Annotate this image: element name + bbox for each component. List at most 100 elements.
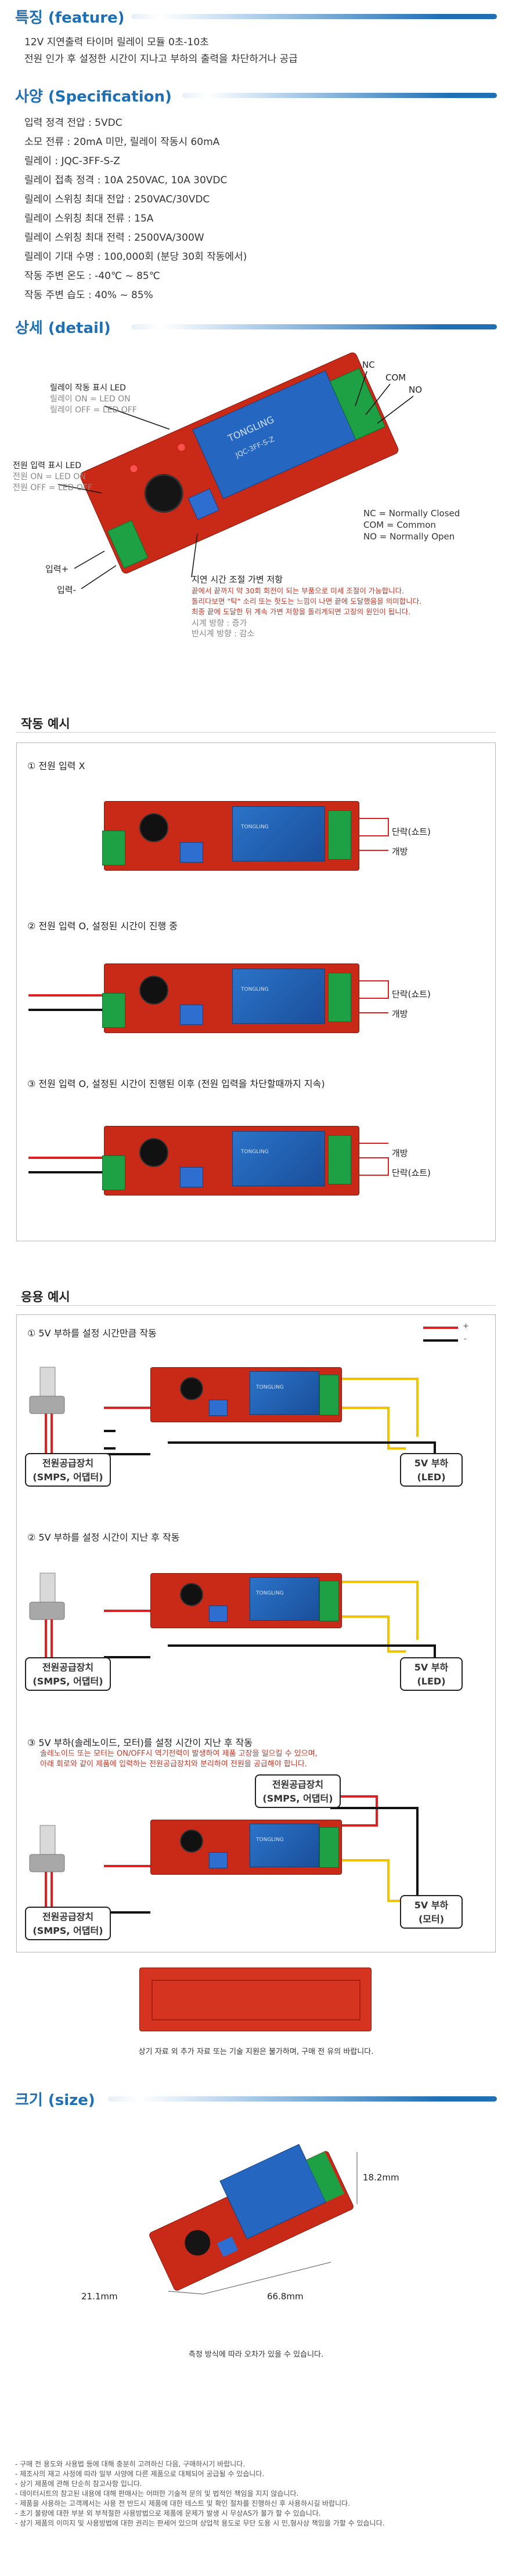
pot-desc-2: 돌리다보면 "탁" 소리 또는 헛도는 느낌이 나면 끝에 도달했음을 의미합니… <box>192 597 422 606</box>
warning-item: - 제조사의 재고 사정에 따라 일부 사양에 다른 제품으로 대체되어 공급될… <box>15 2470 265 2478</box>
app-ex3-output-terminal <box>319 1827 339 1868</box>
app-ex1-psu-label: 전원공급장치 <box>42 1458 94 1469</box>
application-divider <box>16 1305 496 1306</box>
op-ex2-short: 단락(쇼트) <box>392 989 431 999</box>
app-ex1-capacitor <box>180 1377 203 1400</box>
warning-item: - 데이터시트의 참고된 내용에 대해 판매사는 어떠한 기술적 문의 및 법적… <box>15 2490 299 2498</box>
size-diagram: 18.2mm 66.8mm 21.1mm <box>81 2117 406 2314</box>
app-ex2-pot <box>209 1606 228 1622</box>
op-ex1-pot <box>180 842 203 863</box>
size-depth: 21.1mm <box>81 2291 118 2302</box>
app-ex3-psu2-label: 전원공급장치 <box>272 1779 324 1790</box>
op-ex1-open: 개방 <box>392 846 408 857</box>
warning-item: - 상기 제품에 관해 단순히 참고사항 입니다. <box>15 2480 142 2488</box>
op-ex2-capacitor <box>139 976 168 1005</box>
feature-title: 특징 (feature) <box>15 9 125 27</box>
app-ex1-load-sub: (LED) <box>417 1472 446 1483</box>
app-ex3-desc-2: 아래 회로와 같이 제품에 입력하는 전원공급장치와 분리하여 전원을 공급해야… <box>40 1760 307 1769</box>
app-ex3-psu-sub: (SMPS, 어댑터) <box>33 1925 103 1936</box>
op-ex3-output-terminal <box>328 1135 351 1184</box>
detail-title: 상세 (detail) <box>15 320 111 337</box>
op-ex1-output-terminal <box>328 810 351 860</box>
spec-item: 릴레이 스위칭 최대 전력 : 2500VA/300W <box>24 232 204 244</box>
app-ex2-output-terminal <box>319 1581 339 1621</box>
app-ex3-psu-label: 전원공급장치 <box>42 1911 94 1922</box>
app-ex3-board: TONGLING <box>150 1820 342 1875</box>
feature-line-2: 전원 인가 후 설정한 시간이 지나고 부하의 출력을 차단하거나 공급 <box>24 53 298 65</box>
app-ex3-pot <box>209 1852 228 1868</box>
spec-title: 사양 (Specification) <box>15 88 172 106</box>
pot-desc-1: 끝에서 끝까지 약 30회 회전이 되는 부품으로 미세 조절이 가능합니다. <box>192 586 405 595</box>
legend-plus: + <box>463 1322 469 1331</box>
app-ex1-psu-sub: (SMPS, 어댑터) <box>33 1472 103 1483</box>
relay-led-off: 릴레이 OFF = LED OFF <box>50 405 137 415</box>
power-led-on: 전원 ON = LED ON <box>13 472 86 481</box>
application-title: 응용 예시 <box>21 1290 70 1304</box>
app-ex3-load-label: 5V 부하 <box>414 1900 449 1911</box>
nc-label: NC <box>362 360 375 370</box>
app-ex2-load-sub: (LED) <box>417 1676 446 1687</box>
app-ex2-psu-sub: (SMPS, 어댑터) <box>33 1676 103 1687</box>
spec-item: 릴레이 스위칭 최대 전류 : 15A <box>24 213 154 224</box>
power-led-title: 전원 입력 표시 LED <box>13 461 82 470</box>
app-ex3-capacitor <box>180 1829 203 1853</box>
op-ex3-title: ③ 전원 입력 O, 설정된 시간이 진행된 이후 (전원 입력을 차단할때까지… <box>27 1078 325 1089</box>
app-ex3-desc-1: 솔레노이드 또는 모터는 ON/OFF시 역기전력이 발생하여 제품 고장을 일… <box>40 1749 318 1758</box>
pot-cw: 시계 방향 : 증가 <box>192 619 247 628</box>
op-ex3-open: 개방 <box>392 1148 408 1158</box>
operation-title: 작동 예시 <box>21 717 70 731</box>
pot-desc-3: 최종 끝에 도달한 뒤 계속 가변 저항을 돌리게되면 고장의 원인이 됩니다. <box>192 607 411 616</box>
size-note: 측정 방식에 따라 오차가 있을 수 있습니다. <box>188 2350 324 2359</box>
app-ex2-relay: TONGLING <box>250 1577 319 1621</box>
op-ex2-pot <box>180 1005 203 1025</box>
op-ex3-bracket <box>359 1143 389 1176</box>
application-box: ① 5V 부하를 설정 시간만큼 작동 + - ② 5V 부하를 설정 시간이 … <box>16 1314 496 1952</box>
warning-item: - 제품을 사용하는 고객께서는 사용 전 반드시 제품에 대한 테스트 및 확… <box>15 2499 351 2508</box>
spec-item: 소모 전류 : 20mA 미만, 릴레이 작동시 60mA <box>24 136 220 148</box>
app-ex2-capacitor <box>180 1583 203 1606</box>
operation-box: ① 전원 입력 X ② 전원 입력 O, 설정된 시간이 진행 중 ③ 전원 입… <box>16 742 496 1241</box>
no-label: NO <box>409 385 423 395</box>
board-detail-illustration: TONGLING JQC-3FF-S-Z <box>57 352 414 589</box>
app-ex1-title: ① 5V 부하를 설정 시간만큼 작동 <box>27 1328 157 1339</box>
spec-list: 입력 정격 전압 : 5VDC 소모 전류 : 20mA 미만, 릴레이 작동시… <box>24 114 247 305</box>
board-back-photo <box>139 1968 372 2031</box>
op-ex2-title: ② 전원 입력 O, 설정된 시간이 진행 중 <box>27 921 178 932</box>
op-ex1-bracket <box>359 818 389 851</box>
op-ex1-short: 단락(쇼트) <box>392 827 431 837</box>
pot-title: 지연 시간 조절 가변 저항 <box>192 574 283 585</box>
app-ex1-pot <box>209 1400 228 1416</box>
spec-item: 릴레이 접촉 정격 : 10A 250VAC, 10A 30VDC <box>24 175 228 186</box>
app-ex1-psu: 전원공급장치 (SMPS, 어댑터) <box>25 1453 111 1487</box>
warning-item: - 초기 불량에 대한 부분 외 부적절한 사용방법으로 제품에 문제가 발생 … <box>15 2509 321 2517</box>
app-ex1-load: 5V 부하 (LED) <box>400 1453 463 1487</box>
application-note: 상기 자료 외 추가 자료 또는 기술 지원은 불가하며, 구매 전 유의 바랍… <box>138 2048 374 2056</box>
relay-led-note: 릴레이 작동 표시 LED 릴레이 ON = LED ON 릴레이 OFF = … <box>50 383 137 416</box>
app-ex2-load-label: 5V 부하 <box>414 1662 449 1673</box>
legend-minus: - <box>464 1335 467 1343</box>
feature-divider <box>131 14 497 19</box>
op-ex2-input-wires <box>28 994 116 1011</box>
app-ex1-relay: TONGLING <box>250 1371 319 1415</box>
op-ex3-input-terminal <box>102 1155 125 1190</box>
op-ex3-board: TONGLING <box>102 1126 359 1195</box>
legend-no: NO = Normally Open <box>363 531 455 542</box>
input-plus-label: 입력+ <box>45 564 69 574</box>
app-ex3-psu-load: 전원공급장치 (SMPS, 어댑터) <box>255 1774 341 1808</box>
warnings: - 구매 전 용도와 사용법 등에 대해 충분히 고려하신 다음, 구매하시기 … <box>15 2459 497 2528</box>
app-ex2-psu-label: 전원공급장치 <box>42 1662 94 1673</box>
pot-ccw: 반시계 방향 : 감소 <box>192 629 255 639</box>
app-ex3-title: ③ 5V 부하(솔레노이드, 모터)를 설정 시간이 지난 후 작동 <box>27 1737 253 1748</box>
size-title: 크기 (size) <box>15 2092 95 2109</box>
spec-item: 릴레이 스위칭 최대 전압 : 250VAC/30VDC <box>24 194 210 205</box>
app-ex3-load: 5V 부하 (모터) <box>400 1895 463 1929</box>
legend-com: COM = Common <box>363 520 436 530</box>
op-ex1-relay: TONGLING <box>232 806 325 861</box>
app-ex1-load-label: 5V 부하 <box>414 1458 449 1469</box>
app-ex3-desc: 솔레노이드 또는 모터는 ON/OFF시 역기전력이 발생하여 제품 고장을 일… <box>40 1749 318 1770</box>
op-ex2-open: 개방 <box>392 1009 408 1019</box>
op-ex2-bracket <box>359 980 389 1013</box>
wire-legend <box>423 1327 458 1342</box>
op-ex1-input-terminal <box>102 831 125 865</box>
detail-diagram: TONGLING JQC-3FF-S-Z NC COM NO 릴레이 작동 표시… <box>0 342 512 667</box>
